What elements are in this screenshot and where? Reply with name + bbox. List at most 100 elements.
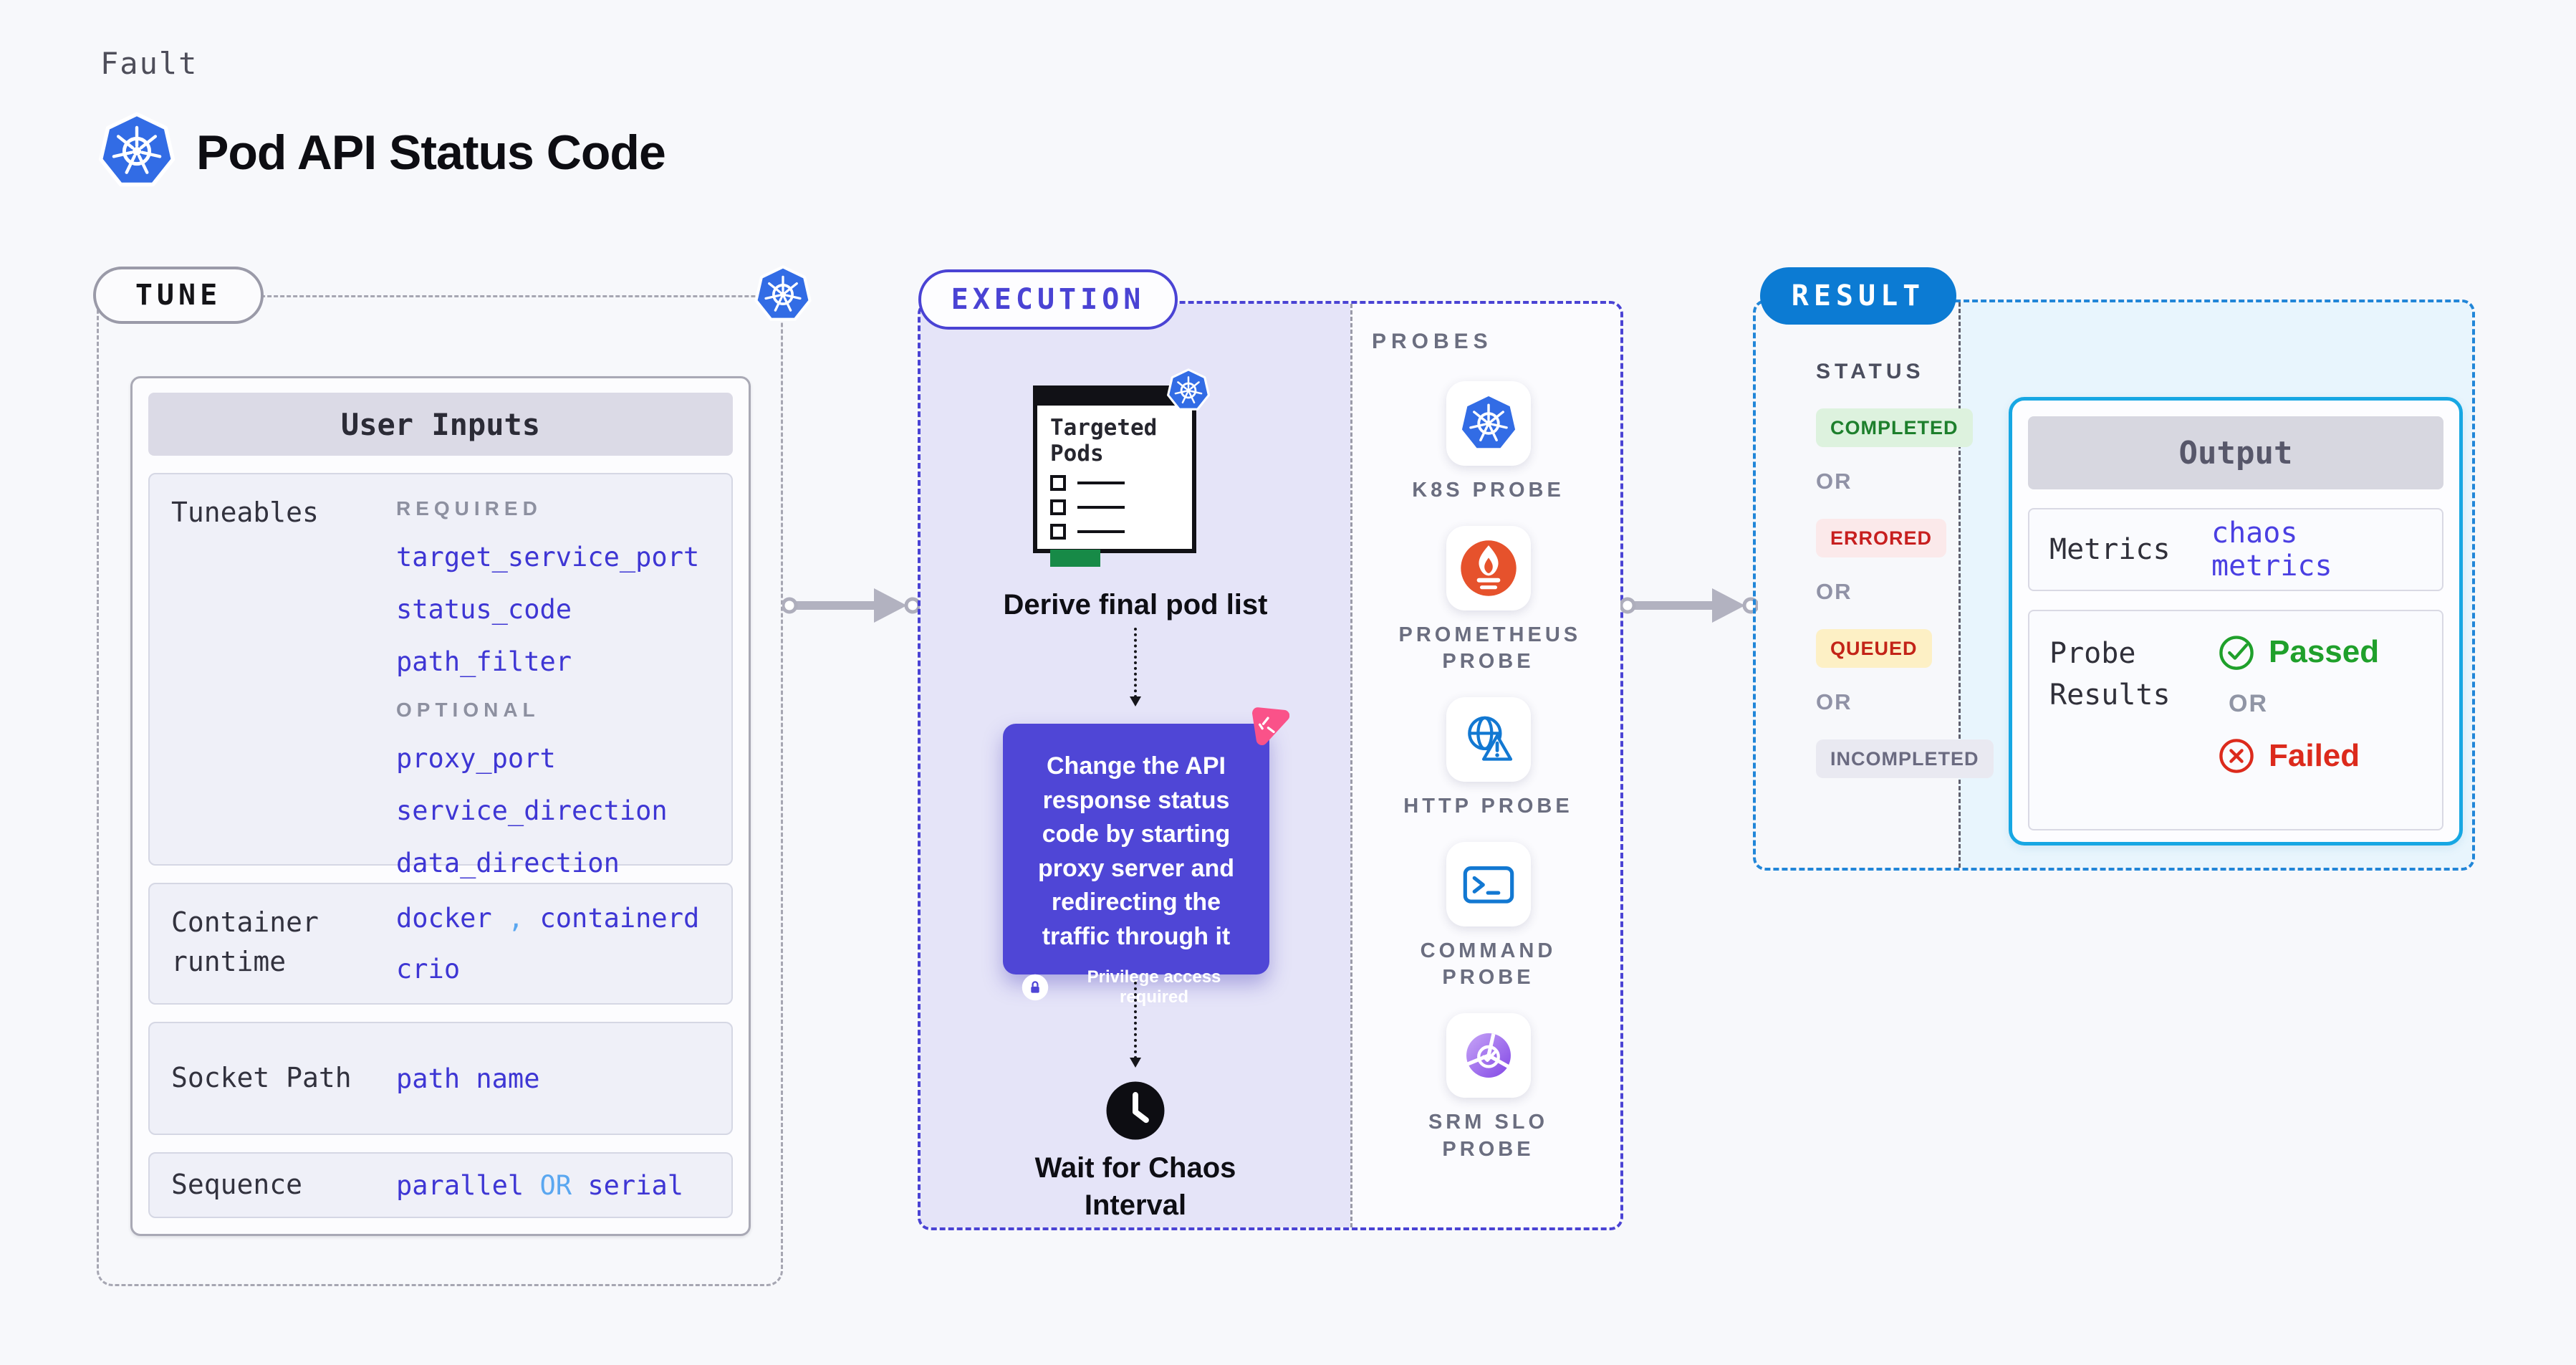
probe-name: SRM SLO PROBE bbox=[1428, 1111, 1549, 1161]
execution-probes-divider bbox=[1350, 304, 1352, 1227]
optional-label: OPTIONAL bbox=[396, 699, 540, 721]
checkbox-icon bbox=[1050, 499, 1066, 516]
status-badge-errored: ERRORED bbox=[1816, 519, 1947, 557]
or-separator: OR bbox=[1816, 469, 1852, 494]
list-line bbox=[1077, 506, 1125, 509]
status-badge-completed: COMPLETED bbox=[1816, 408, 1973, 447]
container-runtime-values: docker , containerd bbox=[396, 903, 700, 934]
status-column: STATUS COMPLETED OR ERRORED OR QUEUED OR… bbox=[1756, 302, 1994, 778]
privilege-note-text: Privilege access required bbox=[1087, 967, 1221, 1007]
container-runtime-value-crio: crio bbox=[396, 954, 461, 985]
probe-name: PROMETHEUS PROBE bbox=[1398, 623, 1582, 674]
sequence-value: parallel OR serial bbox=[396, 1169, 683, 1201]
param-status-code: status_code bbox=[396, 594, 572, 625]
passed-result: Passed bbox=[2217, 633, 2422, 671]
param-data-direction: data_direction bbox=[396, 848, 620, 878]
probe-item-k8s: K8S PROBE bbox=[1399, 381, 1578, 504]
socket-path-row: Socket Path path name bbox=[148, 1022, 733, 1135]
checkbox-icon bbox=[1050, 524, 1066, 540]
tuneables-label: Tuneables bbox=[171, 497, 319, 528]
tune-section-pill: TUNE bbox=[93, 267, 264, 324]
prometheus-icon bbox=[1446, 525, 1531, 610]
dotted-flow-connector bbox=[1130, 982, 1141, 1068]
privilege-note: Privilege access required bbox=[1022, 967, 1251, 1007]
sequence-row: Sequence parallel OR serial bbox=[148, 1152, 733, 1218]
flow-arrow-execution-to-result bbox=[1620, 584, 1758, 627]
probes-label: PROBES bbox=[1372, 330, 1493, 353]
metrics-value: chaos metrics bbox=[2211, 517, 2332, 583]
kubernetes-icon bbox=[1166, 368, 1211, 413]
targeted-pods-illustration: Targeted Pods bbox=[1033, 385, 1196, 567]
pod-list-item bbox=[1050, 524, 1179, 540]
pod-list-item bbox=[1050, 499, 1179, 516]
param-path-filter: path_filter bbox=[396, 646, 572, 677]
probes-column: PROBES K8S PROBE PROMETHEUS PROBE HTTP P… bbox=[1350, 304, 1626, 1227]
derive-pod-list-caption: Derive final pod list bbox=[1003, 589, 1268, 621]
tune-section-box bbox=[97, 295, 783, 1286]
kubernetes-icon bbox=[97, 112, 176, 191]
dotted-flow-connector bbox=[1130, 628, 1141, 707]
wait-chaos-interval-caption: Wait for Chaos Interval bbox=[1034, 1152, 1236, 1221]
failed-result: Failed bbox=[2217, 737, 2422, 775]
output-title: Output bbox=[2028, 416, 2443, 489]
required-label: REQUIRED bbox=[396, 497, 542, 519]
param-service-direction: service_direction bbox=[396, 795, 668, 826]
tuneables-row: Tuneables REQUIRED target_service_port s… bbox=[148, 473, 733, 878]
probe-item-http: HTTP PROBE bbox=[1399, 697, 1578, 820]
pod-list-item bbox=[1050, 475, 1179, 492]
failed-label: Failed bbox=[2269, 738, 2360, 773]
param-proxy-port: proxy_port bbox=[396, 743, 556, 774]
metrics-label: Metrics bbox=[2049, 533, 2171, 566]
user-inputs-card: User Inputs Tuneables REQUIRED target_se… bbox=[130, 376, 751, 1236]
probe-name: K8S PROBE bbox=[1412, 479, 1565, 502]
lock-icon bbox=[1022, 974, 1049, 1001]
clock-icon bbox=[1104, 1079, 1167, 1142]
or-separator: OR bbox=[2229, 690, 2268, 717]
terminal-icon bbox=[1446, 841, 1531, 926]
page-title: Pod API Status Code bbox=[196, 125, 666, 180]
check-circle-icon bbox=[2217, 633, 2256, 671]
socket-path-value: path name bbox=[396, 1063, 540, 1094]
status-output-divider bbox=[1959, 302, 1961, 868]
result-section-box: STATUS COMPLETED OR ERRORED OR QUEUED OR… bbox=[1753, 300, 2475, 871]
or-separator: OR bbox=[1816, 579, 1852, 604]
kubernetes-icon bbox=[1446, 381, 1531, 466]
pods-window-bar bbox=[1037, 390, 1192, 406]
container-runtime-label: Container runtime bbox=[171, 906, 319, 978]
list-line bbox=[1077, 530, 1125, 534]
fault-action-card: Change the API response status code by s… bbox=[1003, 724, 1269, 1007]
x-circle-icon bbox=[2217, 737, 2256, 775]
http-globe-warning-icon bbox=[1446, 697, 1531, 782]
srm-slo-pie-icon bbox=[1446, 1013, 1531, 1098]
metrics-row: Metrics chaos metrics bbox=[2028, 508, 2443, 591]
status-badge-queued: QUEUED bbox=[1816, 629, 1932, 668]
probe-results-row: Probe Results Passed OR Failed bbox=[2028, 610, 2443, 830]
chaos-litmus-icon bbox=[1242, 702, 1289, 749]
probe-name: COMMAND PROBE bbox=[1420, 939, 1557, 990]
sequence-label: Sequence bbox=[171, 1169, 303, 1201]
fault-category-label: Fault bbox=[100, 46, 198, 81]
probe-name: HTTP PROBE bbox=[1403, 795, 1573, 818]
param-target-service-port: target_service_port bbox=[396, 542, 700, 573]
socket-path-label: Socket Path bbox=[171, 1062, 352, 1094]
user-inputs-title: User Inputs bbox=[148, 393, 733, 456]
targeted-pods-title: Targeted Pods bbox=[1050, 415, 1158, 466]
flow-arrow-tune-to-execution bbox=[782, 584, 920, 627]
execution-section-pill: EXECUTION bbox=[918, 269, 1178, 330]
status-label: STATUS bbox=[1816, 360, 1925, 383]
fault-action-text: Change the API response status code by s… bbox=[1037, 752, 1235, 950]
probe-item-prometheus: PROMETHEUS PROBE bbox=[1398, 525, 1582, 676]
kubernetes-icon bbox=[754, 265, 812, 324]
green-button-shape bbox=[1050, 550, 1100, 567]
probe-results-label: Probe Results bbox=[2049, 637, 2171, 712]
probe-item-command: COMMAND PROBE bbox=[1399, 841, 1578, 992]
output-card: Output Metrics chaos metrics Probe Resul… bbox=[2009, 397, 2463, 846]
or-separator: OR bbox=[1816, 689, 1852, 714]
checkbox-icon bbox=[1050, 475, 1066, 492]
container-runtime-row: Container runtime docker , containerd cr… bbox=[148, 883, 733, 1005]
list-line bbox=[1077, 482, 1125, 485]
passed-label: Passed bbox=[2269, 634, 2380, 669]
execution-section-box: Targeted Pods Derive final pod list Chan… bbox=[918, 301, 1623, 1230]
probe-item-srm-slo: SRM SLO PROBE bbox=[1399, 1013, 1578, 1163]
